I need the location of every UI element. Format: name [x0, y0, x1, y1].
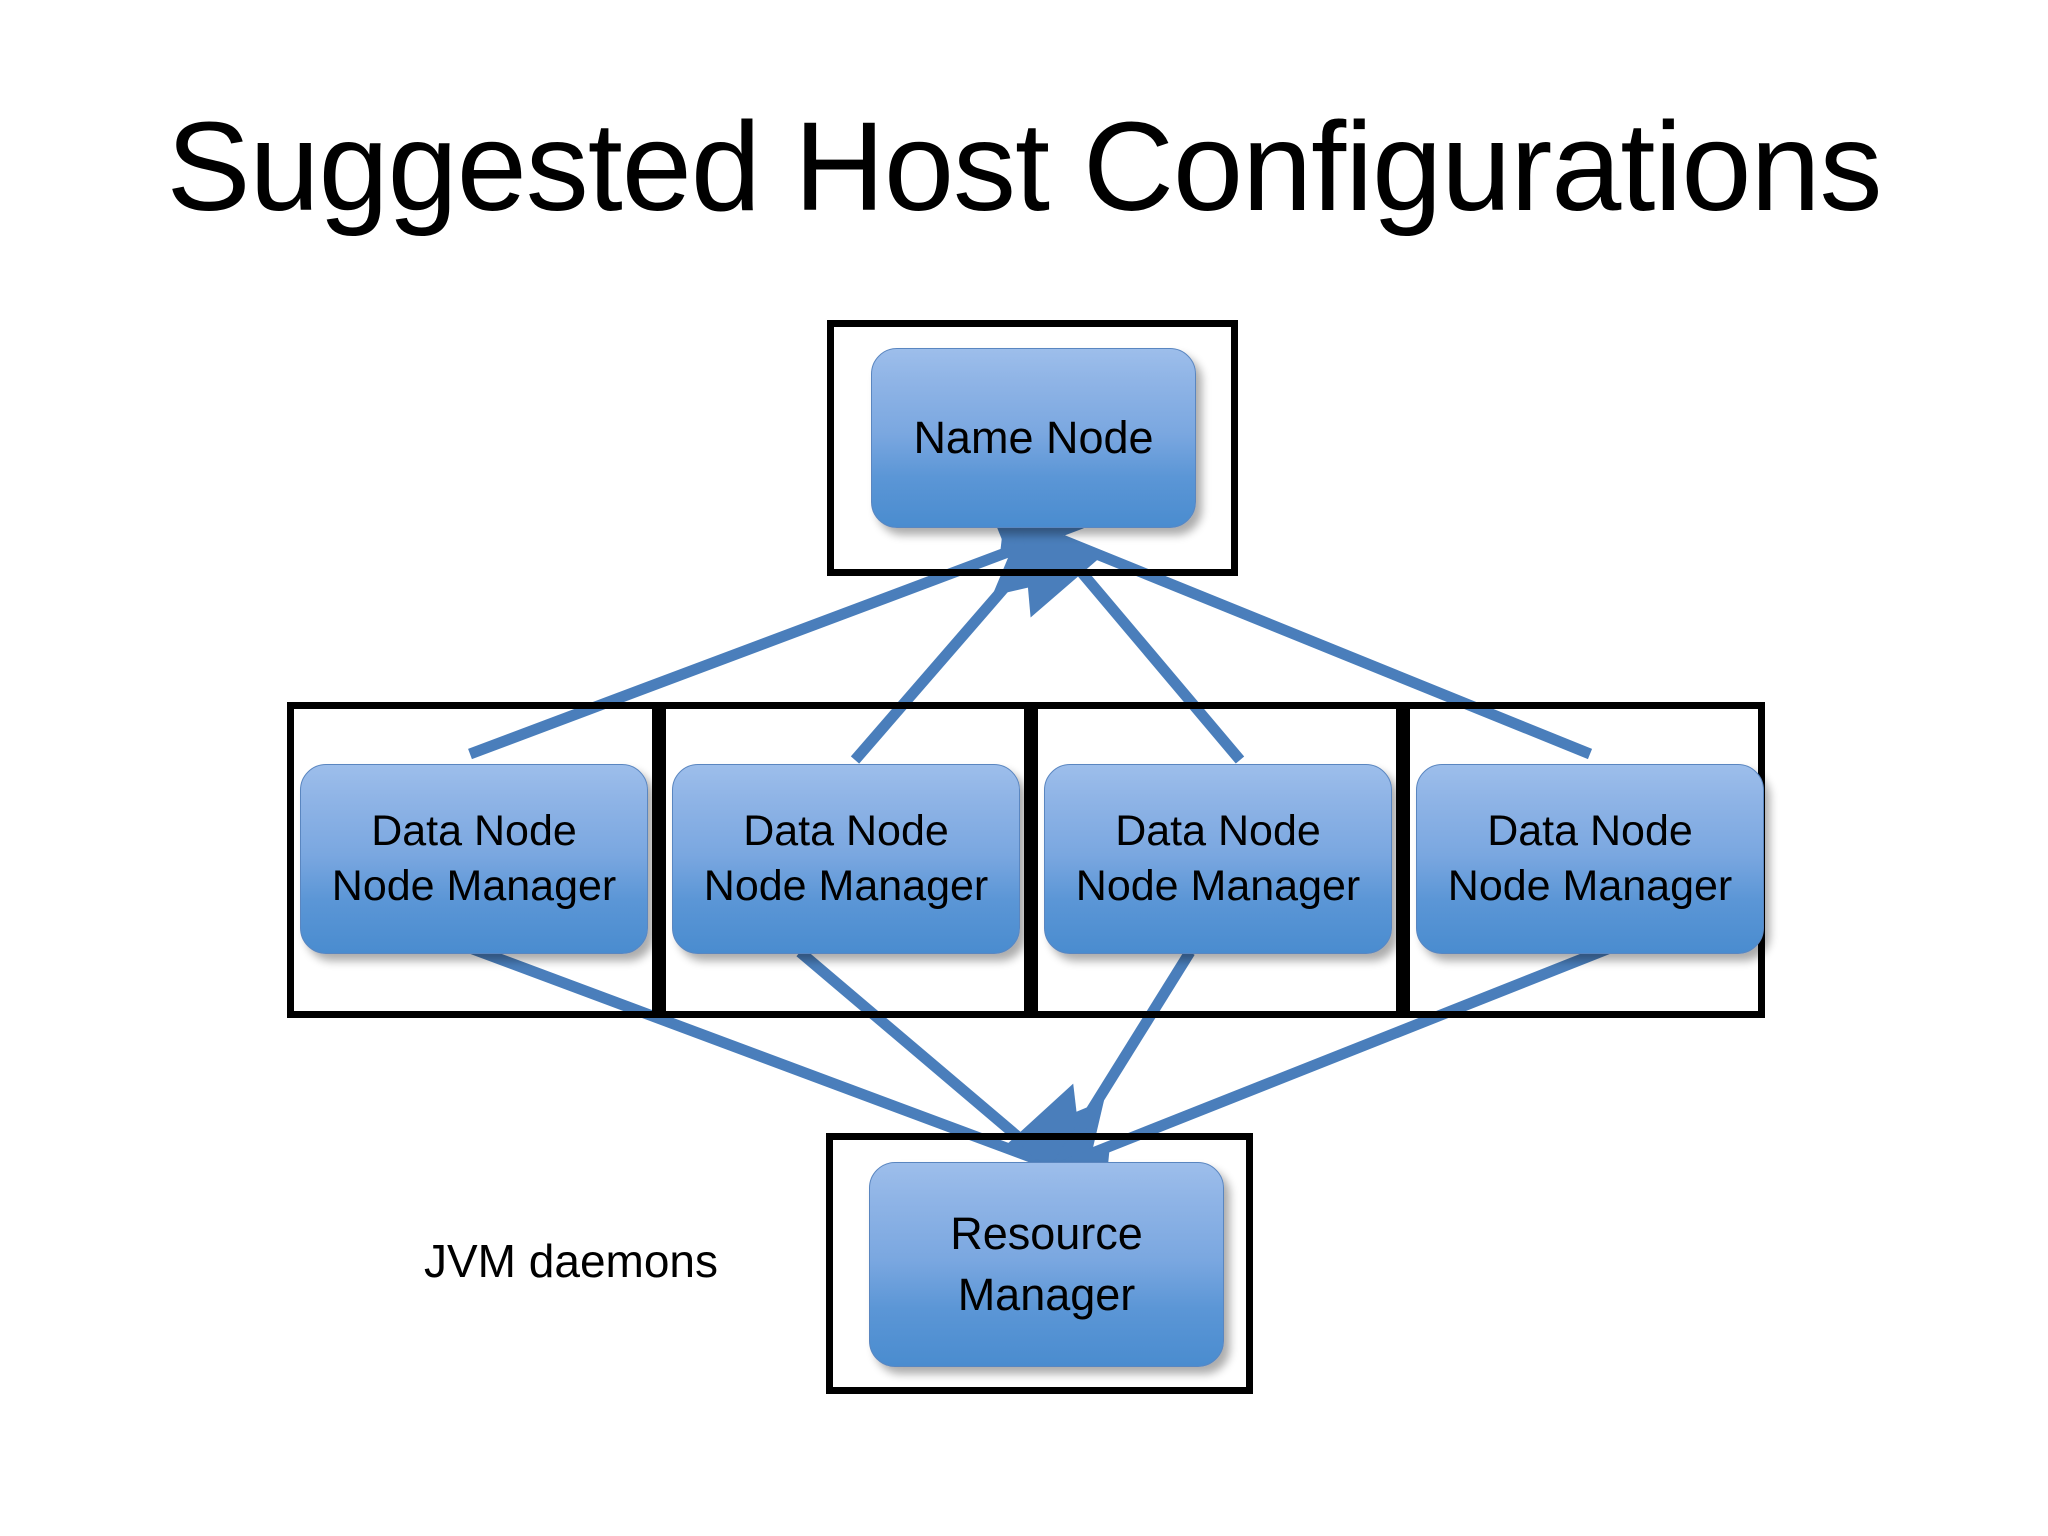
- data-node-1-label-line1: Data Node: [371, 806, 577, 855]
- data-node-2-label-line2: Node Manager: [703, 862, 989, 910]
- daemon-box-data-node-2[interactable]: Data Node Node Manager: [672, 764, 1020, 954]
- resource-manager-label-line2: Manager: [957, 1268, 1136, 1320]
- daemon-box-data-node-1[interactable]: Data Node Node Manager: [300, 764, 648, 954]
- data-node-2-label-line1: Data Node: [743, 806, 949, 855]
- host-container-data-node-2: [659, 702, 1031, 1018]
- host-container-resource-manager: [826, 1133, 1253, 1394]
- host-container-data-node-3: [1031, 702, 1403, 1018]
- jvm-daemons-caption: JVM daemons: [424, 1235, 719, 1287]
- data-node-4-label-line1: Data Node: [1487, 806, 1693, 855]
- daemon-box-name-node[interactable]: Name Node: [871, 348, 1196, 528]
- resource-manager-label-line1: Resource: [950, 1207, 1143, 1259]
- daemon-box-data-node-4[interactable]: Data Node Node Manager: [1416, 764, 1764, 954]
- host-container-name-node: [827, 320, 1238, 576]
- daemon-box-resource-manager[interactable]: Resource Manager: [869, 1162, 1224, 1367]
- data-node-3-label-line2: Node Manager: [1075, 862, 1361, 910]
- data-node-4-label-line2: Node Manager: [1447, 862, 1733, 910]
- name-node-label: Name Node: [913, 412, 1154, 463]
- daemon-box-data-node-3[interactable]: Data Node Node Manager: [1044, 764, 1392, 954]
- data-node-3-label-line1: Data Node: [1115, 806, 1321, 855]
- page-title: Suggested Host Configurations: [166, 96, 1882, 237]
- host-container-data-node-1: [287, 702, 659, 1018]
- data-node-1-label-line2: Node Manager: [331, 862, 617, 910]
